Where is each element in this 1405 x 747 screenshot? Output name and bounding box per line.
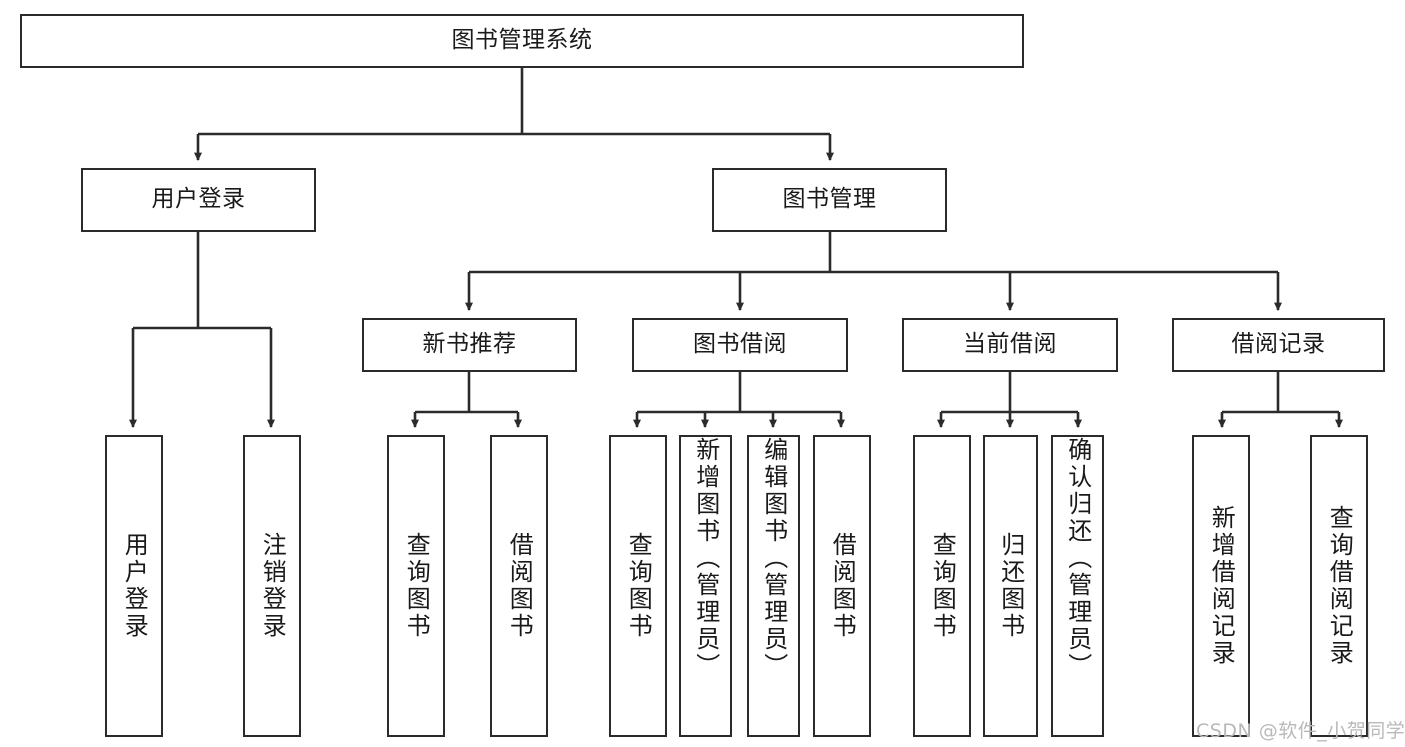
node-label: 注销登录 <box>258 532 287 640</box>
node-label: 查询图书 <box>402 532 431 640</box>
node-label: 图书借阅 <box>693 331 787 358</box>
leaf-newbook-query-book[interactable]: 查询图书 <box>387 435 445 737</box>
leaf-borrow-add-book-admin[interactable]: 新增图书（管理员） <box>679 435 732 737</box>
node-label: 新增图书（管理员） <box>691 437 720 680</box>
node-label: 用户登录 <box>151 186 246 213</box>
node-book-management[interactable]: 图书管理 <box>712 168 947 232</box>
node-user-login[interactable]: 用户登录 <box>81 168 316 232</box>
leaf-user-login[interactable]: 用户登录 <box>105 435 163 737</box>
leaf-logout-login[interactable]: 注销登录 <box>243 435 301 737</box>
node-label: 用户登录 <box>120 532 149 640</box>
node-label: 查询借阅记录 <box>1325 505 1354 667</box>
node-label: 查询图书 <box>928 532 957 640</box>
node-label: 当前借阅 <box>963 331 1057 358</box>
leaf-borrow-edit-book-admin[interactable]: 编辑图书（管理员） <box>747 435 800 737</box>
node-label: 确认归还（管理员） <box>1063 437 1092 680</box>
leaf-record-add-borrow-record[interactable]: 新增借阅记录 <box>1192 435 1250 737</box>
node-label: 借阅图书 <box>505 532 534 640</box>
node-borrow-record[interactable]: 借阅记录 <box>1172 318 1385 372</box>
node-new-book-recommend[interactable]: 新书推荐 <box>362 318 577 372</box>
leaf-newbook-borrow-book[interactable]: 借阅图书 <box>490 435 548 737</box>
node-label: 查询图书 <box>624 532 653 640</box>
node-label: 图书管理 <box>782 186 877 213</box>
leaf-borrow-query-book[interactable]: 查询图书 <box>609 435 667 737</box>
node-label: 借阅记录 <box>1231 331 1326 358</box>
node-label: 编辑图书（管理员） <box>759 437 788 680</box>
leaf-current-return-book[interactable]: 归还图书 <box>983 435 1038 737</box>
node-label: 借阅图书 <box>828 532 857 640</box>
node-label: 新书推荐 <box>422 331 517 358</box>
node-book-borrow[interactable]: 图书借阅 <box>632 318 848 372</box>
node-label: 图书管理系统 <box>451 27 593 54</box>
leaf-borrow-borrow-book[interactable]: 借阅图书 <box>813 435 871 737</box>
leaf-current-confirm-return-admin[interactable]: 确认归还（管理员） <box>1051 435 1104 737</box>
node-root-book-management-system[interactable]: 图书管理系统 <box>20 14 1024 68</box>
node-label: 新增借阅记录 <box>1207 505 1236 667</box>
leaf-current-query-book[interactable]: 查询图书 <box>913 435 971 737</box>
leaf-record-query-borrow-record[interactable]: 查询借阅记录 <box>1310 435 1368 737</box>
node-current-borrow[interactable]: 当前借阅 <box>902 318 1118 372</box>
node-label: 归还图书 <box>996 532 1025 640</box>
